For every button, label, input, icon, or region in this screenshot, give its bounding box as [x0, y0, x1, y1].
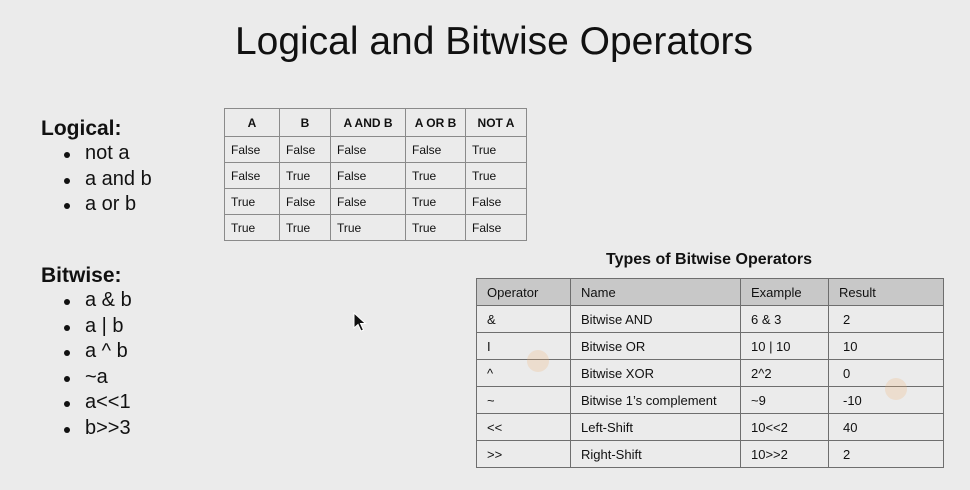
- table-cell: True: [330, 214, 406, 241]
- table-cell: True: [465, 162, 527, 189]
- watermark-icon: [885, 378, 907, 400]
- table-header-row: Operator Name Example Result: [476, 278, 944, 306]
- table-cell: True: [224, 214, 280, 241]
- table-cell: Bitwise XOR: [570, 359, 741, 387]
- list-item: a<<1: [62, 390, 132, 416]
- logical-list: not a a and b a or b: [62, 141, 152, 218]
- list-item: a and b: [62, 167, 152, 193]
- table-row: & Bitwise AND 6 & 3 2: [476, 305, 944, 333]
- table-cell: 2: [828, 305, 944, 333]
- table-cell: 10<<2: [740, 413, 829, 441]
- table-cell: True: [465, 136, 527, 163]
- table-row: >> Right-Shift 10>>2 2: [476, 440, 944, 468]
- table-cell: True: [405, 188, 466, 215]
- list-item: b>>3: [62, 416, 132, 442]
- table-row: << Left-Shift 10<<2 40: [476, 413, 944, 441]
- table-row: False True False True True: [224, 162, 527, 189]
- table-cell: <<: [476, 413, 571, 441]
- table-header-row: A B A AND B A OR B NOT A: [224, 108, 527, 137]
- table-cell: False: [330, 136, 406, 163]
- list-item: not a: [62, 141, 152, 167]
- table-cell: &: [476, 305, 571, 333]
- table-row: ~ Bitwise 1’s complement ~9 -10: [476, 386, 944, 414]
- table-row: True True True True False: [224, 214, 527, 241]
- operators-table: Operator Name Example Result & Bitwise A…: [476, 278, 944, 468]
- column-header: Operator: [476, 278, 571, 306]
- table-cell: True: [405, 162, 466, 189]
- list-item: a ^ b: [62, 339, 132, 365]
- table-cell: False: [279, 136, 331, 163]
- column-header: A OR B: [405, 108, 466, 137]
- table-cell: True: [279, 162, 331, 189]
- table-cell: Right-Shift: [570, 440, 741, 468]
- table-cell: Bitwise AND: [570, 305, 741, 333]
- table-cell: 2^2: [740, 359, 829, 387]
- table-cell: Bitwise OR: [570, 332, 741, 360]
- list-item: ~a: [62, 365, 132, 391]
- table-cell: True: [405, 214, 466, 241]
- table-row: False False False False True: [224, 136, 527, 163]
- list-item: a | b: [62, 314, 132, 340]
- table-cell: 6 & 3: [740, 305, 829, 333]
- operators-table-caption: Types of Bitwise Operators: [606, 251, 812, 268]
- table-cell: True: [224, 188, 280, 215]
- table-cell: >>: [476, 440, 571, 468]
- column-header: B: [279, 108, 331, 137]
- table-cell: 10: [828, 332, 944, 360]
- slide-title: Logical and Bitwise Operators: [234, 20, 754, 63]
- table-cell: False: [279, 188, 331, 215]
- column-header: Example: [740, 278, 829, 306]
- watermark-icon: [527, 350, 549, 372]
- list-item: a or b: [62, 192, 152, 218]
- table-cell: False: [224, 136, 280, 163]
- mouse-cursor-icon: [353, 311, 367, 337]
- truth-table: A B A AND B A OR B NOT A False False Fal…: [224, 108, 527, 241]
- table-cell: False: [224, 162, 280, 189]
- table-cell: Left-Shift: [570, 413, 741, 441]
- logical-heading: Logical:: [41, 117, 122, 140]
- table-cell: Bitwise 1’s complement: [570, 386, 741, 414]
- column-header: NOT A: [465, 108, 527, 137]
- table-cell: I: [476, 332, 571, 360]
- bitwise-list: a & b a | b a ^ b ~a a<<1 b>>3: [62, 288, 132, 441]
- list-item: a & b: [62, 288, 132, 314]
- table-cell: 2: [828, 440, 944, 468]
- column-header: A AND B: [330, 108, 406, 137]
- table-cell: True: [279, 214, 331, 241]
- table-cell: False: [330, 188, 406, 215]
- table-row: True False False True False: [224, 188, 527, 215]
- column-header: Name: [570, 278, 741, 306]
- table-cell: False: [405, 136, 466, 163]
- table-cell: False: [330, 162, 406, 189]
- table-cell: ~9: [740, 386, 829, 414]
- table-cell: 40: [828, 413, 944, 441]
- column-header: A: [224, 108, 280, 137]
- table-cell: 10>>2: [740, 440, 829, 468]
- column-header: Result: [828, 278, 944, 306]
- table-cell: False: [465, 214, 527, 241]
- table-cell: False: [465, 188, 527, 215]
- table-cell: ~: [476, 386, 571, 414]
- table-cell: 10 | 10: [740, 332, 829, 360]
- bitwise-heading: Bitwise:: [41, 264, 122, 287]
- table-cell: ^: [476, 359, 571, 387]
- table-row: ^ Bitwise XOR 2^2 0: [476, 359, 944, 387]
